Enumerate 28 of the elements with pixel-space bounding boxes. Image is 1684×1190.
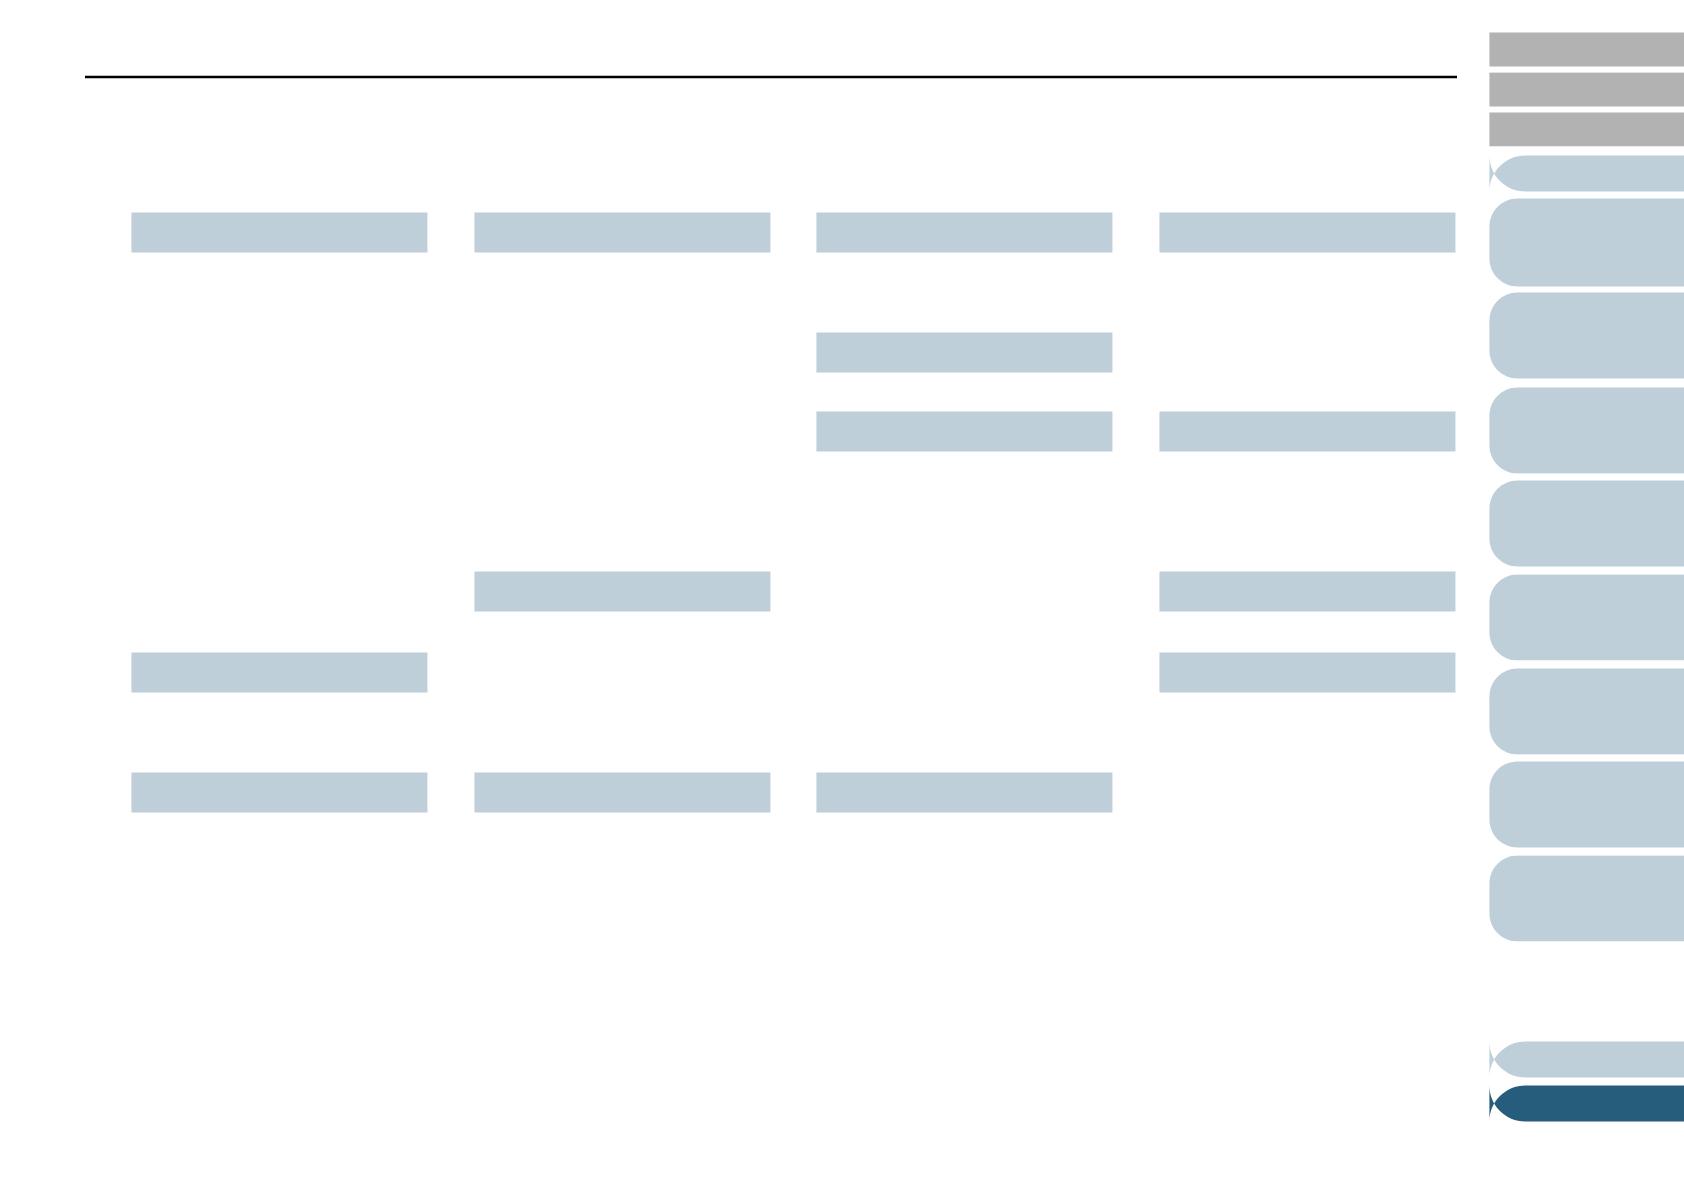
heading-bar (131, 772, 428, 813)
heading-bar (816, 212, 1113, 253)
sidebar-tab (1489, 112, 1684, 147)
heading-bar (474, 571, 771, 612)
sidebar-tab (1489, 198, 1684, 287)
sidebar-tab (1489, 155, 1684, 192)
heading-bar (474, 212, 771, 253)
sidebar-tab (1489, 1041, 1684, 1078)
sidebar-tab (1489, 32, 1684, 67)
sidebar-tab (1489, 761, 1684, 848)
sidebar-tab (1489, 574, 1684, 661)
sidebar-tab (1489, 72, 1684, 107)
heading-bar (131, 652, 428, 693)
heading-bar (1159, 571, 1456, 612)
heading-bar (816, 411, 1113, 452)
sidebar-tab (1489, 855, 1684, 942)
sidebar-tab (1489, 387, 1684, 474)
heading-bar (1159, 411, 1456, 452)
sidebar-tab (1489, 1085, 1684, 1122)
heading-bar (131, 212, 428, 253)
sidebar-tab (1489, 480, 1684, 567)
sidebar-tab (1489, 668, 1684, 755)
heading-bar (816, 772, 1113, 813)
heading-bar (474, 772, 771, 813)
heading-bar (1159, 212, 1456, 253)
heading-bar (816, 332, 1113, 373)
sidebar-tab (1489, 292, 1684, 379)
heading-bar (1159, 652, 1456, 693)
